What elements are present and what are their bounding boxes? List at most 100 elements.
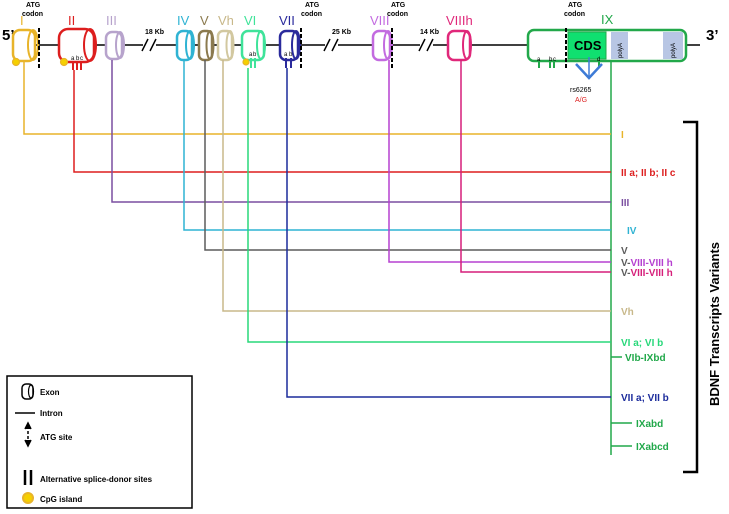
exon-label-IX: IX [601,12,614,27]
splice-b-IX: b [549,57,553,63]
exon-III: III [104,13,125,61]
exon-V: V [197,13,215,62]
line-VII [286,68,611,398]
svg-text:codon: codon [301,11,322,18]
legend-cpg-icon [22,492,34,504]
transcript-label-IXabcd: IXabcd [636,442,669,453]
line-V-VIIIh [460,60,611,273]
exon-label-II: II [68,13,75,28]
legend-splice: Alternative splice-donor sites [40,475,153,484]
legend-intron: Intron [40,409,63,418]
exon-VII: VII a b [278,13,301,68]
splice-b-VI: b [253,52,257,58]
transcript-label-V-VIII: V-VIII-VIII h [621,258,673,269]
transcript-label-IV: IV [627,226,637,237]
exon-IX: CDS polyA polyA IX a b c d [526,12,688,68]
atg-1-text2: codon [22,11,43,18]
exon-label-V: V [200,13,209,28]
atg-1-text: ATG [26,2,41,9]
svg-text:ATG: ATG [305,2,320,9]
polyA-1-label: polyA [618,43,624,58]
gap-25kb: 25 Kb [332,29,351,36]
exon-Vh: Vh [216,13,235,62]
transcript-labels: I II a; II b; II c III IV V V-VIII-VIII … [621,130,676,453]
transcript-label-III: III [621,198,630,209]
exon-label-VI: VI [244,13,256,28]
atg-4: ATG codon [564,2,585,68]
splice-b-VII: b [289,52,293,58]
line-V [204,60,611,251]
splice-a-VII: a [284,52,288,58]
transcripts-title: BDNF Transcripts Variants [707,242,722,406]
transcript-lines [23,60,632,447]
exon-label-I: I [20,13,24,28]
exon-IV: IV [175,13,195,62]
legend-box: Exon Intron ATG site Alternative splice-… [6,375,193,509]
cpg-island-VI [242,58,250,66]
transcript-label-Vh: Vh [621,307,634,318]
transcript-bracket [683,120,699,474]
line-I [23,62,611,135]
legend-exon-icon [21,383,35,400]
gap-break-2 [323,38,339,52]
snp-marker: rs6265 A/G [570,57,603,104]
exon-VIIIh: VIIIh [446,13,473,62]
legend-splice-icon [23,470,33,485]
transcript-label-VIb-IXbd: VIb-IXbd [625,353,666,364]
line-VI [247,68,611,343]
transcript-label-V: V [621,246,628,257]
transcript-label-II: II a; II b; II c [621,168,676,179]
transcript-label-VI: VI a; VI b [621,338,663,349]
line-III [111,60,611,203]
polyA-2-label: polyA [671,43,677,58]
splice-c-II: c [80,56,83,62]
exon-I: I [11,13,39,67]
polyA-1 [611,32,628,59]
line-II [73,70,611,173]
line-IV [183,60,611,231]
exon-VI: VI a b [240,13,266,68]
snp-id: rs6265 [570,87,592,94]
atg-1: ATG codon [22,2,43,68]
exon-VIII: VIII [370,13,393,62]
transcript-label-IXabd: IXabd [636,419,663,430]
line-Vh [222,60,611,312]
exon-label-III: III [106,13,117,28]
cpg-island-II [59,57,69,67]
svg-text:codon: codon [387,11,408,18]
splice-a-IX: a [537,57,541,63]
cpg-island-I [11,57,21,67]
line-V-VIII [388,60,611,263]
splice-b-II: b [76,56,80,62]
legend-atg-icon [24,421,32,448]
gap-18kb: 18 Kb [145,29,164,36]
exon-label-Vh: Vh [218,13,234,28]
exon-label-IV: IV [177,13,190,28]
gap-break-1 [141,38,157,52]
splice-a-II: a [71,56,75,62]
svg-text:codon: codon [564,11,585,18]
splice-d-IX: d [597,57,600,63]
legend-cpg: CpG island [40,495,82,504]
transcript-label-V-VIIIh: V-VIII-VIII h [621,268,673,279]
svg-text:ATG: ATG [568,2,583,9]
legend-atg: ATG site [40,433,73,442]
cds-region [567,31,607,60]
svg-text:ATG: ATG [391,2,406,9]
atg-3: ATG codon [387,2,408,68]
exon-label-VII: VII [279,13,295,28]
polyA-2 [663,32,683,59]
three-prime-label: 3’ [706,27,719,44]
exon-label-VIII: VIII [370,13,390,28]
exon-II: II a b c [57,13,97,70]
gap-14kb: 14 Kb [420,29,439,36]
snp-alleles: A/G [575,97,587,104]
splice-c-IX: c [553,57,556,63]
gap-break-3 [418,38,434,52]
splice-a-VI: a [249,52,253,58]
atg-2: ATG codon [300,2,322,68]
cds-label: CDS [574,38,602,53]
transcript-label-I: I [621,130,624,141]
